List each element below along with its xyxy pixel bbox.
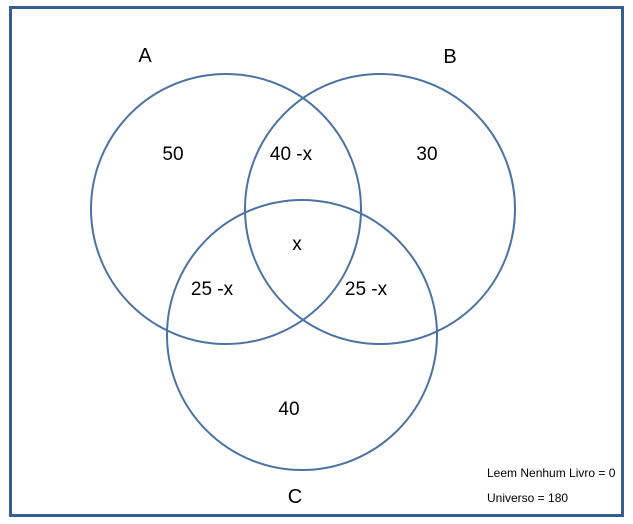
region-center-abc: x	[292, 234, 302, 255]
set-label-b: B	[443, 46, 456, 68]
set-label-c: C	[288, 486, 302, 508]
note-universe: Universo = 180	[487, 491, 568, 505]
region-only-a: 50	[162, 144, 183, 165]
circle-b	[244, 73, 516, 345]
region-a-and-b: 40 -x	[270, 144, 313, 165]
circle-c	[166, 199, 438, 471]
circle-a	[90, 73, 362, 345]
set-label-a: A	[138, 45, 152, 67]
region-b-and-c: 25 -x	[345, 279, 388, 300]
note-none-readers: Leem Nenhum Livro = 0	[487, 466, 616, 480]
region-only-b: 30	[416, 144, 437, 165]
outer-border	[9, 6, 624, 517]
region-only-c: 40	[278, 399, 299, 420]
region-a-and-c: 25 -x	[191, 279, 234, 300]
